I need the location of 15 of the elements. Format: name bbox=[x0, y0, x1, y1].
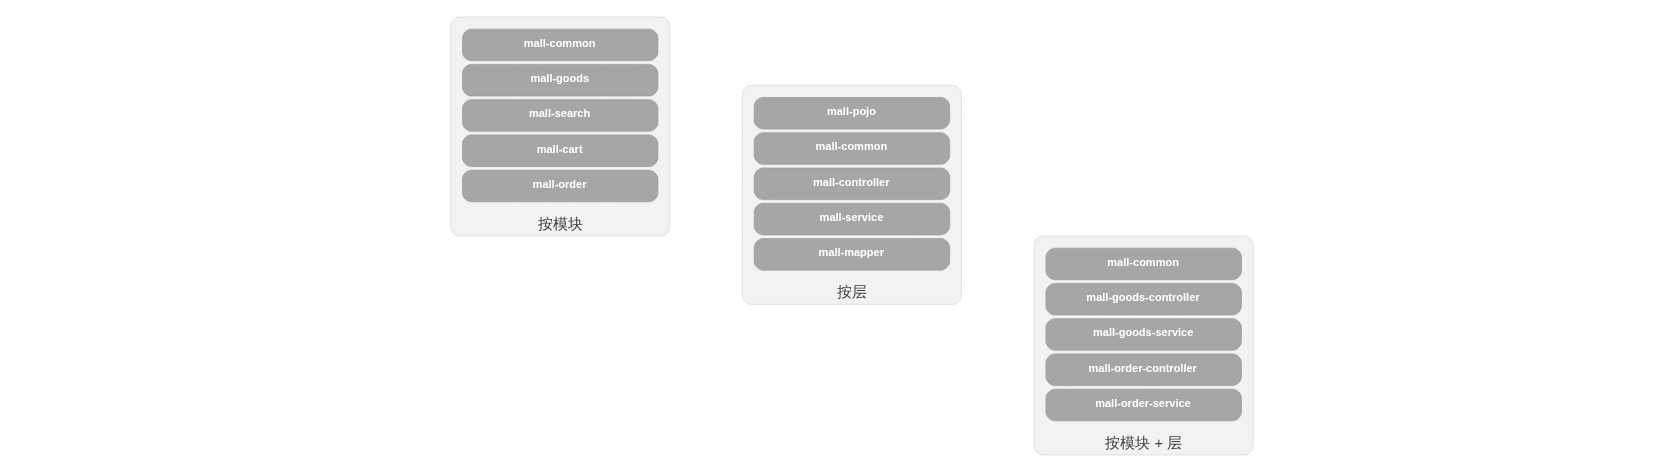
node-box: mall-service bbox=[753, 202, 951, 236]
node-box: mall-goods bbox=[462, 64, 659, 97]
node-box: mall-common bbox=[1045, 247, 1242, 281]
node-box: mall-common bbox=[753, 132, 951, 165]
node-box: mall-pojo bbox=[753, 97, 951, 130]
node-box: mall-cart bbox=[462, 134, 659, 167]
node-box: mall-common bbox=[462, 28, 659, 62]
node-box: mall-goods-service bbox=[1045, 318, 1242, 351]
node-box: mall-order-service bbox=[1045, 388, 1242, 422]
node-box: mall-mapper bbox=[753, 238, 951, 271]
node-box: mall-controller bbox=[753, 167, 951, 200]
node-box: mall-order bbox=[462, 169, 659, 203]
node-box: mall-goods-controller bbox=[1045, 283, 1242, 316]
node-box: mall-search bbox=[462, 99, 659, 132]
node-box: mall-order-controller bbox=[1045, 353, 1242, 386]
